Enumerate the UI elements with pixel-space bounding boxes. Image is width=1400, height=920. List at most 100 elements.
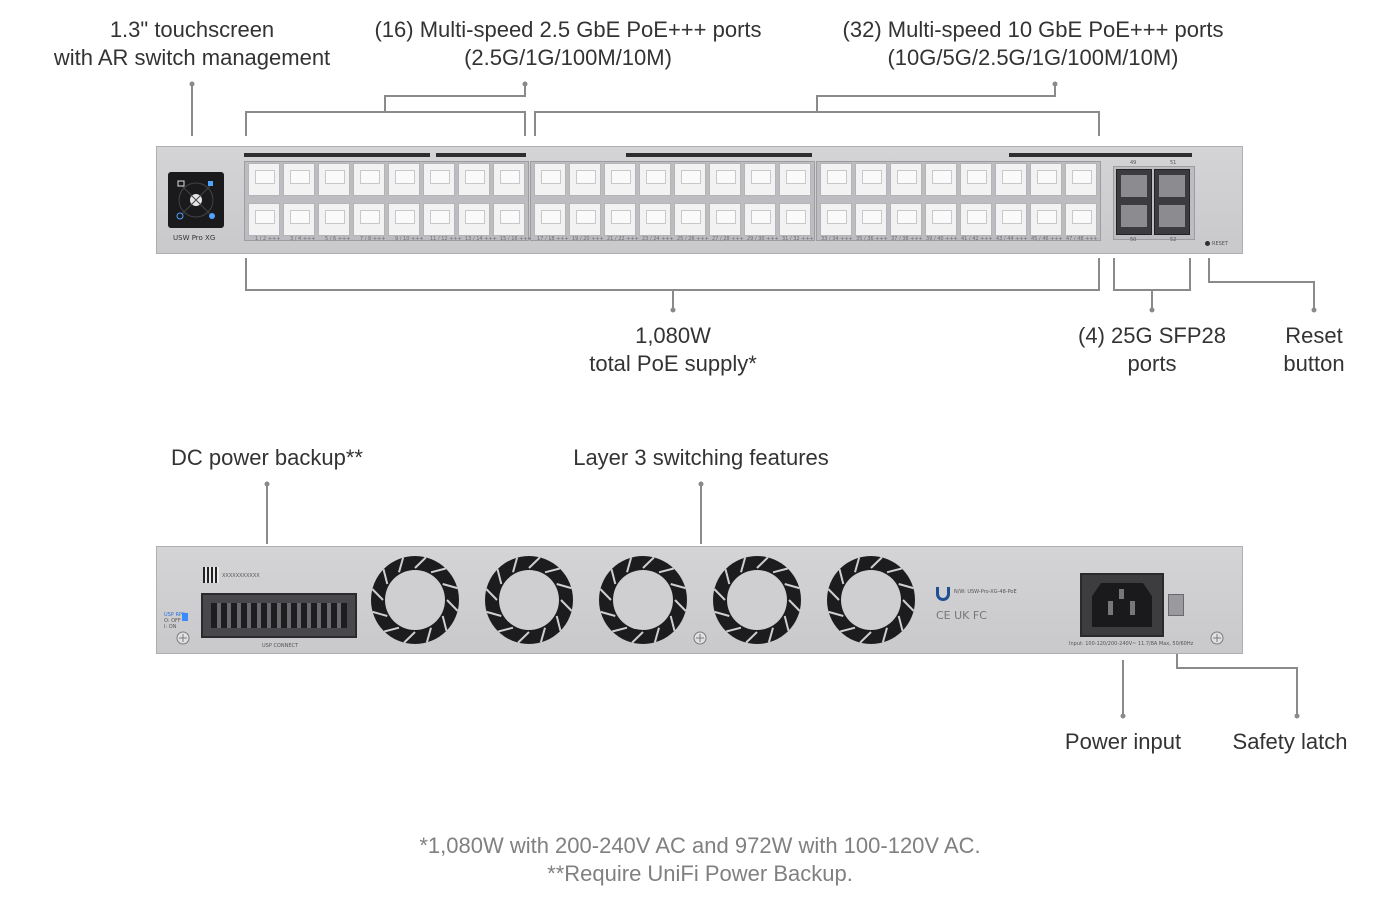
rj45-port[interactable] xyxy=(674,203,706,236)
rj45-port[interactable] xyxy=(423,203,455,236)
callout-10g-ports: (32) Multi-speed 10 GbE PoE+++ ports (10… xyxy=(842,17,1224,70)
sfp28-port-51-52[interactable] xyxy=(1154,169,1190,235)
rj45-port[interactable] xyxy=(388,163,420,196)
rj45-port[interactable] xyxy=(423,163,455,196)
rj45-ports-17-32 xyxy=(534,163,811,236)
sfp-label-51: 51 xyxy=(1170,160,1177,166)
rj45-port[interactable] xyxy=(709,203,741,236)
rj45-port[interactable] xyxy=(353,163,385,196)
leader-reset xyxy=(1208,258,1315,310)
rj45-port[interactable] xyxy=(960,203,992,236)
rj45-ports-1-16 xyxy=(248,163,525,236)
rj45-port[interactable] xyxy=(820,203,852,236)
callout-power-input: Power input xyxy=(1064,729,1182,754)
rj45-port[interactable] xyxy=(890,163,922,196)
qr-label: XXXXXXXXXXX xyxy=(222,573,260,579)
fan-icon xyxy=(713,556,801,644)
rj45-port[interactable] xyxy=(493,163,525,196)
rj45-port[interactable] xyxy=(353,203,385,236)
rj45-port[interactable] xyxy=(925,163,957,196)
rj45-ports-33-48 xyxy=(820,163,1097,236)
sfp28-port-49-50[interactable] xyxy=(1116,169,1152,235)
rj45-port[interactable] xyxy=(604,203,636,236)
rj45-port[interactable] xyxy=(890,203,922,236)
port-number-label: 45 / 46 +++ xyxy=(1031,236,1063,242)
dc-power-connector[interactable] xyxy=(201,593,357,638)
callout-reset: Reset button xyxy=(1283,323,1345,376)
model-badge: USW Pro XG xyxy=(173,234,216,242)
rj45-port[interactable] xyxy=(1030,203,1062,236)
rj45-port[interactable] xyxy=(569,163,601,196)
rj45-port[interactable] xyxy=(318,163,350,196)
fan-icon xyxy=(827,556,915,644)
rj45-port[interactable] xyxy=(674,163,706,196)
reset-button[interactable] xyxy=(1205,241,1210,246)
rj45-port[interactable] xyxy=(995,203,1027,236)
rj45-port[interactable] xyxy=(855,163,887,196)
safety-latch[interactable] xyxy=(1168,594,1184,616)
port-number-label: 25 / 26 +++ xyxy=(677,236,709,242)
rj45-port[interactable] xyxy=(779,163,811,196)
footnote-poe: *1,080W with 200-240V AC and 972W with 1… xyxy=(419,833,981,858)
sfp-label-50: 50 xyxy=(1130,237,1137,243)
usp-connect-label: USP CONNECT xyxy=(262,643,299,649)
cert-marks: CE UK FC xyxy=(936,609,987,622)
fan-icon xyxy=(599,556,687,644)
leader-2-5g xyxy=(384,84,526,112)
rj45-port[interactable] xyxy=(1065,163,1097,196)
port-number-label: 21 / 22 +++ xyxy=(607,236,639,242)
port-number-label: 47 / 48 +++ xyxy=(1066,236,1098,242)
sfp-label-52: 52 xyxy=(1170,237,1177,243)
rj45-port[interactable] xyxy=(493,203,525,236)
port-number-label: 3 / 4 +++ xyxy=(290,236,316,242)
callout-dc-backup: DC power backup** xyxy=(171,445,363,470)
port-number-label: 1 / 2 +++ xyxy=(255,236,281,242)
rj45-port[interactable] xyxy=(779,203,811,236)
leader-10g xyxy=(816,84,1056,112)
port-number-label: 9 / 10 +++ xyxy=(395,236,424,242)
rj45-port[interactable] xyxy=(925,203,957,236)
rj45-port[interactable] xyxy=(388,203,420,236)
rj45-port[interactable] xyxy=(744,163,776,196)
port-number-label: 27 / 28 +++ xyxy=(712,236,744,242)
rj45-port[interactable] xyxy=(458,203,490,236)
rj45-port[interactable] xyxy=(960,163,992,196)
dc-switch[interactable] xyxy=(182,613,188,621)
port-number-label: 43 / 44 +++ xyxy=(996,236,1028,242)
port-number-label: 33 / 34 +++ xyxy=(821,236,853,242)
port-labels-1-16: 1 / 2 +++3 / 4 +++5 / 6 +++7 / 8 +++9 / … xyxy=(255,236,535,242)
rj45-port[interactable] xyxy=(855,203,887,236)
rj45-port[interactable] xyxy=(569,203,601,236)
rj45-port[interactable] xyxy=(248,163,280,196)
rj45-port[interactable] xyxy=(1030,163,1062,196)
port-labels-17-32: 17 / 18 +++19 / 20 +++21 / 22 +++23 / 24… xyxy=(537,236,817,242)
rj45-port[interactable] xyxy=(820,163,852,196)
port-number-label: 5 / 6 +++ xyxy=(325,236,351,242)
rj45-port[interactable] xyxy=(639,203,671,236)
rj45-port[interactable] xyxy=(458,163,490,196)
rj45-port[interactable] xyxy=(1065,203,1097,236)
port-number-label: 39 / 40 +++ xyxy=(926,236,958,242)
reset-label: RESET xyxy=(1212,241,1229,247)
rj45-port[interactable] xyxy=(248,203,280,236)
rj45-port[interactable] xyxy=(283,203,315,236)
callout-safety-latch: Safety latch xyxy=(1232,729,1348,754)
fan-icon xyxy=(371,556,459,644)
rj45-port[interactable] xyxy=(639,163,671,196)
rj45-port[interactable] xyxy=(534,163,566,196)
rj45-port[interactable] xyxy=(744,203,776,236)
fan-icon xyxy=(485,556,573,644)
port-labels-33-48: 33 / 34 +++35 / 36 +++37 / 38 +++39 / 40… xyxy=(821,236,1101,242)
rj45-port[interactable] xyxy=(995,163,1027,196)
rear-model-label: N/W: USW-Pro-XG-48-PoE xyxy=(954,589,1017,595)
power-inlet[interactable] xyxy=(1080,573,1164,637)
rj45-port[interactable] xyxy=(709,163,741,196)
rj45-port[interactable] xyxy=(534,203,566,236)
power-input-spec: Input: 100-120/200-240V~ 11.7/8A Max, 50… xyxy=(1069,641,1194,647)
rj45-port[interactable] xyxy=(318,203,350,236)
rj45-port[interactable] xyxy=(283,163,315,196)
ubiquiti-logo-icon xyxy=(936,587,950,601)
dc-switch-label-off: O: OFF xyxy=(164,618,181,624)
rj45-port[interactable] xyxy=(604,163,636,196)
